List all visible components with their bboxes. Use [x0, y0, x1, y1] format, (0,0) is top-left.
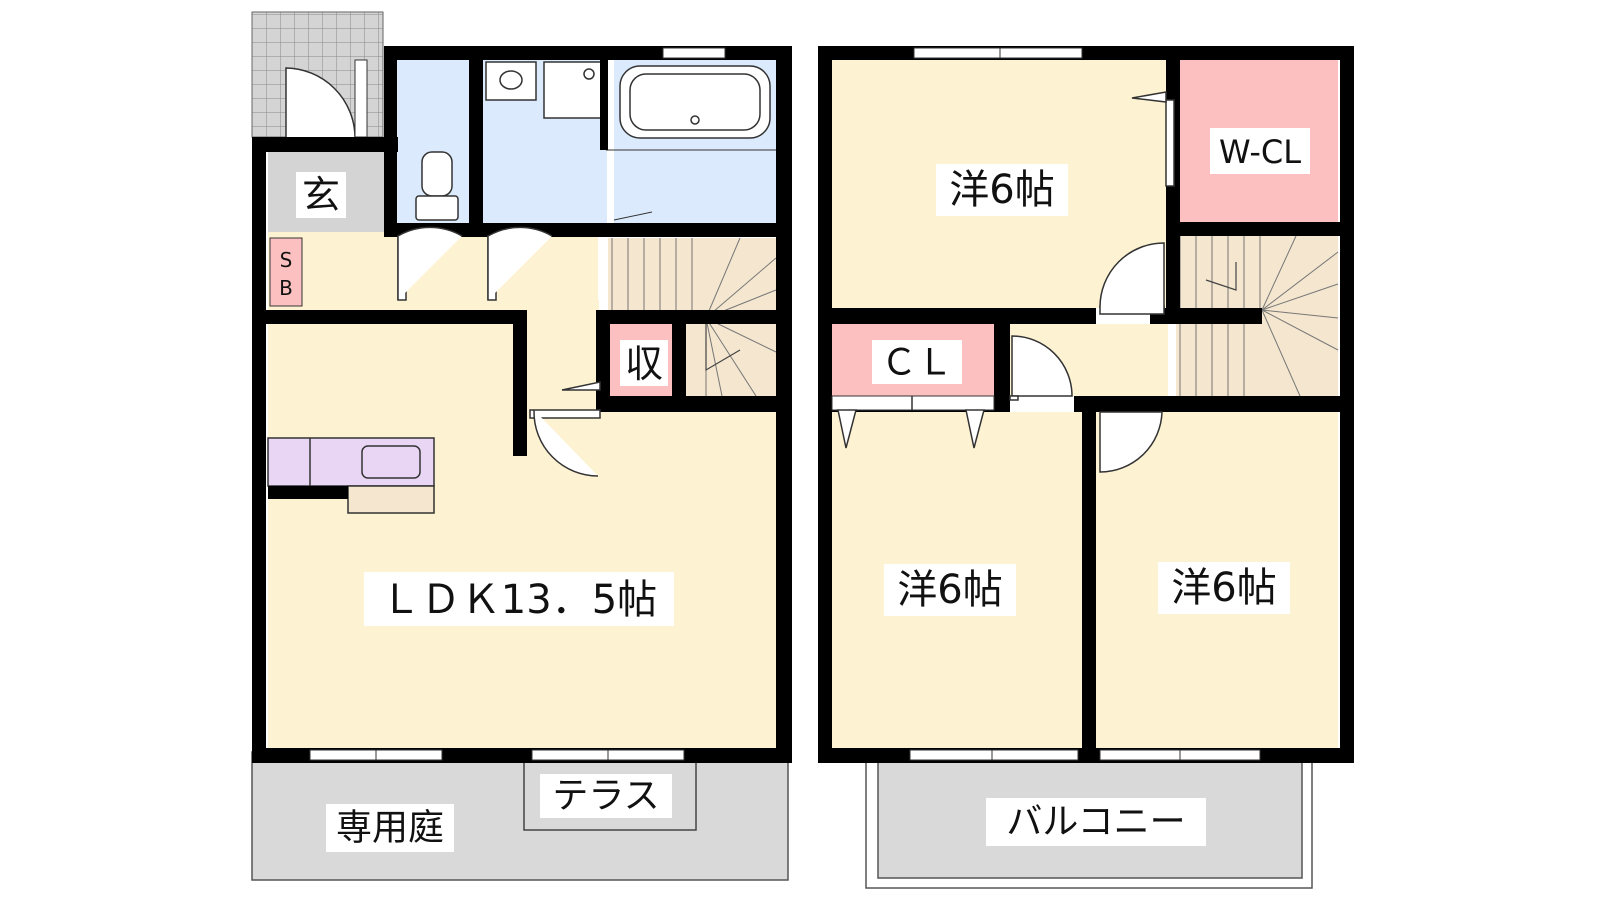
room-labels: 玄 S B 収 ＬＤＫ13．5帖 専用庭 テラス 洋6帖 W-CL ＣＬ 洋6帖… [279, 128, 1310, 852]
first-floor [251, 11, 792, 881]
bedroom-right-label: 洋6帖 [1171, 565, 1276, 611]
entrance-label: 玄 [302, 173, 340, 217]
private-garden-label: 専用庭 [336, 808, 444, 849]
bedroom-top-label: 洋6帖 [949, 167, 1054, 213]
ldk-area [268, 324, 516, 748]
shoe-box-label-s: S [280, 248, 293, 272]
porch-door-swing [285, 67, 356, 138]
storage-label: 収 [625, 342, 663, 386]
walk-in-closet-label: W-CL [1219, 133, 1301, 171]
hall-lower-area [527, 300, 599, 412]
bedroom-left-label: 洋6帖 [897, 567, 1002, 613]
balcony-label: バルコニー [1006, 802, 1185, 843]
closet-label: ＣＬ [881, 343, 953, 384]
ldk-label: ＬＤＫ13．5帖 [381, 577, 657, 623]
kitchen-island [347, 485, 435, 514]
terrace-label: テラス [552, 776, 659, 817]
shoe-box [269, 237, 303, 307]
shoe-box-label-b: B [279, 276, 293, 300]
